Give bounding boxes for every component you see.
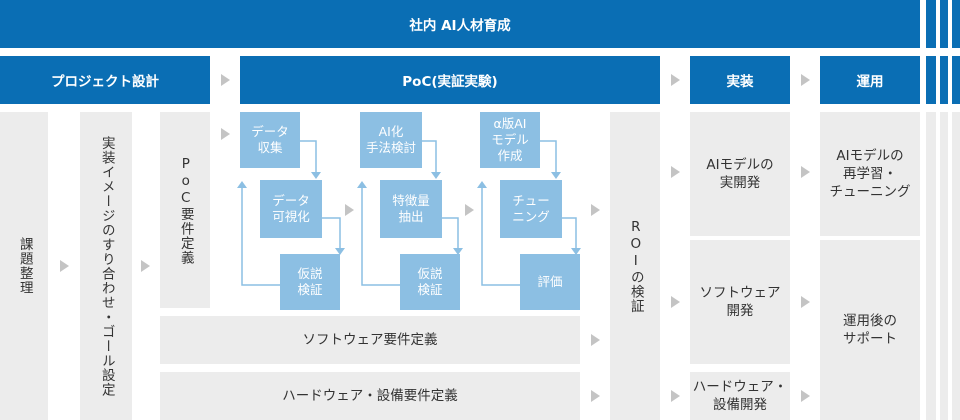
post-operation-support: 運用後の サポート [820,240,920,420]
right-stripe-6 [952,56,960,104]
right-stripe-9 [952,112,960,420]
step-data-visualization: データ 可視化 [260,180,322,238]
step-evaluation: 評価 [520,254,580,310]
right-stripe-5 [940,56,948,104]
issue-organization: 課題整理 [0,112,48,420]
step-feature-extraction: 特徴量 抽出 [380,180,442,238]
ai-model-relearning: AIモデルの 再学習・ チューニング [820,112,920,236]
step-hypothesis-verification: 仮説 検証 [400,254,460,310]
implementation-image-goal: 実装イメージのすり合わせ・ゴール設定 [80,112,132,420]
step-data-collection: データ 収集 [240,112,300,168]
arrow-right-icon [801,166,810,178]
step-hypothesis-verification: 仮説 検証 [280,254,340,310]
arrow-right-icon [221,128,230,140]
arrow-right-icon [801,296,810,308]
roi-verification: ROIの検証 [610,112,660,420]
arrow-right-icon [801,74,810,86]
phase-project-design: プロジェクト設計 [0,56,210,104]
arrow-right-icon [141,260,150,272]
arrow-right-icon [221,74,230,86]
right-stripe-4 [926,56,936,104]
phase-poc: PoC(実証実験) [240,56,660,104]
arrow-right-icon [671,74,680,86]
step-alpha-model-creation: α版AI モデル 作成 [480,112,540,168]
top-bar-title: 社内 AI人材育成 [0,0,920,48]
arrow-right-icon [60,260,69,272]
arrow-right-icon [345,204,354,216]
right-stripe-2 [940,0,948,48]
arrow-right-icon [671,390,680,402]
right-stripe-8 [940,112,948,420]
software-requirements: ソフトウェア要件定義 [160,316,580,364]
ai-model-development: AIモデルの 実開発 [690,112,790,236]
hardware-development: ハードウェア・ 設備開発 [690,372,790,420]
step-tuning: チュー ニング [500,180,562,238]
poc-requirements: PoC要件定義 [160,112,210,308]
phase-implementation: 実装 [690,56,790,104]
right-stripe-3 [952,0,960,48]
arrow-right-icon [671,166,680,178]
arrow-right-icon [671,296,680,308]
phase-operation: 運用 [820,56,920,104]
right-stripe-1 [926,0,936,48]
arrow-right-icon [591,390,600,402]
arrow-right-icon [465,204,474,216]
arrow-right-icon [801,390,810,402]
arrow-right-icon [591,204,600,216]
right-stripe-7 [926,112,936,420]
arrow-right-icon [591,334,600,346]
hardware-requirements: ハードウェア・設備要件定義 [160,372,580,420]
software-development: ソフトウェア 開発 [690,240,790,364]
step-ai-method-study: AI化 手法検討 [360,112,422,168]
